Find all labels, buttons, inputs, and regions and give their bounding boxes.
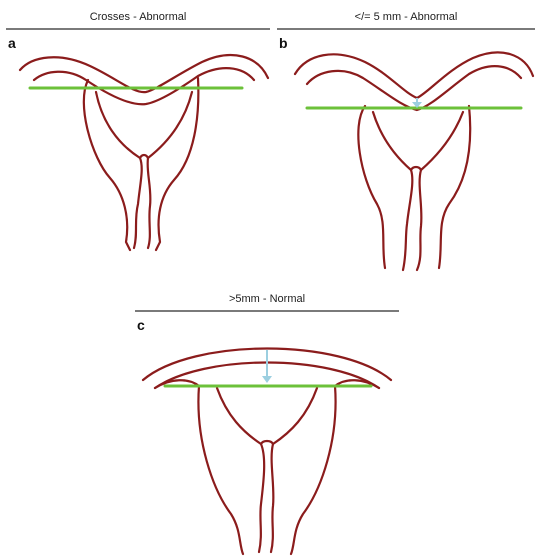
cavity-apex [411, 167, 421, 170]
cavity-apex [140, 155, 148, 158]
uterus-schematic-a [6, 8, 270, 288]
right-wall [156, 78, 198, 250]
outer-contour [295, 52, 533, 98]
distance-arrow-head [262, 376, 272, 383]
cavity-left [217, 388, 264, 552]
left-wall [84, 80, 130, 250]
uterus-schematic-b [277, 8, 535, 288]
cavity-left [373, 112, 412, 270]
cavity-right [271, 388, 317, 552]
uterus-schematic-c [135, 290, 399, 558]
left-wall [198, 386, 243, 554]
panel-c: >5mm - Normal c [135, 290, 399, 558]
right-wall [291, 386, 336, 554]
inner-contour [34, 68, 254, 104]
panel-a: Crosses - Abnormal a [6, 8, 270, 288]
panel-b: </= 5 mm - Abnormal b [277, 8, 535, 288]
cavity-right [148, 92, 192, 248]
cavity-apex [261, 441, 273, 444]
